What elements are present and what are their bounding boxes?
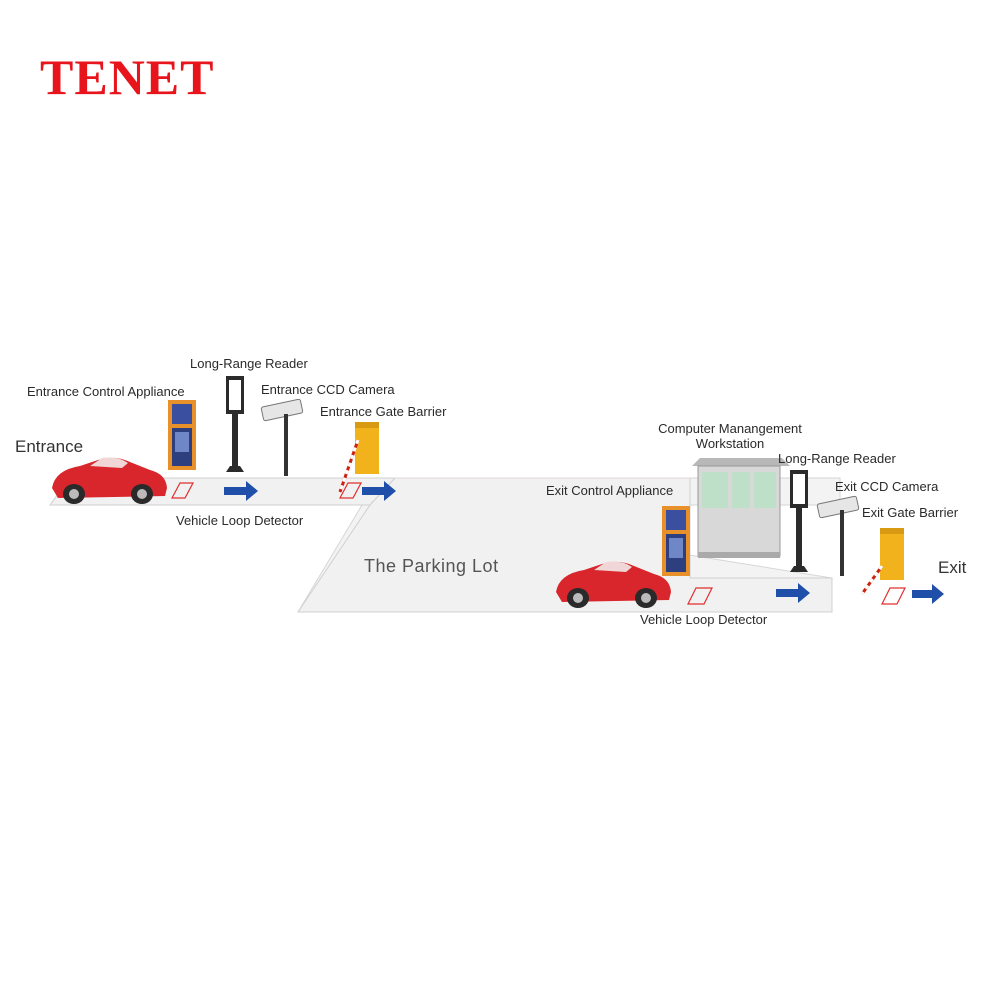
exit-control-appliance-icon [662, 506, 690, 576]
entrance-long-range-reader-icon [226, 376, 244, 472]
parking-lot-label: The Parking Lot [364, 556, 499, 576]
exit-long-range-reader-label: Long-Range Reader [778, 451, 896, 466]
exit-gate-barrier-label: Exit Gate Barrier [862, 505, 959, 520]
entrance-gate-barrier-icon [338, 422, 379, 493]
direction-arrow-icon [224, 481, 258, 501]
entrance-car-icon [52, 457, 167, 504]
exit-ccd-camera-icon [816, 495, 860, 576]
entrance-control-appliance-label: Entrance Control Appliance [27, 384, 185, 399]
exit-long-range-reader-icon [790, 470, 808, 572]
exit-gate-barrier-icon [860, 528, 904, 595]
exit-ccd-camera-label: Exit CCD Camera [835, 479, 939, 494]
exit-loop-detector-gate [881, 587, 906, 605]
entrance-ccd-camera-label: Entrance CCD Camera [261, 382, 395, 397]
workstation-booth-icon [692, 458, 790, 558]
exit-loop-detector-label: Vehicle Loop Detector [640, 612, 768, 627]
direction-arrow-icon [776, 583, 810, 603]
entrance-gate-barrier-label: Entrance Gate Barrier [320, 404, 447, 419]
direction-arrow-icon [362, 481, 396, 501]
entrance-ccd-camera-icon [260, 398, 304, 476]
entrance-loop-detector-gate [339, 482, 362, 499]
exit-title: Exit [938, 558, 967, 577]
workstation-label-line2: Workstation [695, 435, 765, 451]
entrance-long-range-reader-label: Long-Range Reader [190, 356, 308, 371]
direction-arrow-icon [912, 584, 944, 604]
exit-loop-detector [687, 587, 713, 605]
entrance-loop-detector [171, 482, 194, 499]
workstation-label: Computer Manangement Workstation [646, 421, 814, 452]
entrance-loop-detector-label: Vehicle Loop Detector [176, 513, 304, 528]
workstation-label-line1: Computer Manangement [658, 421, 802, 436]
entrance-control-appliance-icon [168, 400, 196, 470]
exit-car-icon [556, 561, 671, 608]
brand-logo: TENET [40, 49, 215, 105]
entrance-title: Entrance [15, 437, 84, 456]
exit-control-appliance-label: Exit Control Appliance [546, 483, 674, 498]
